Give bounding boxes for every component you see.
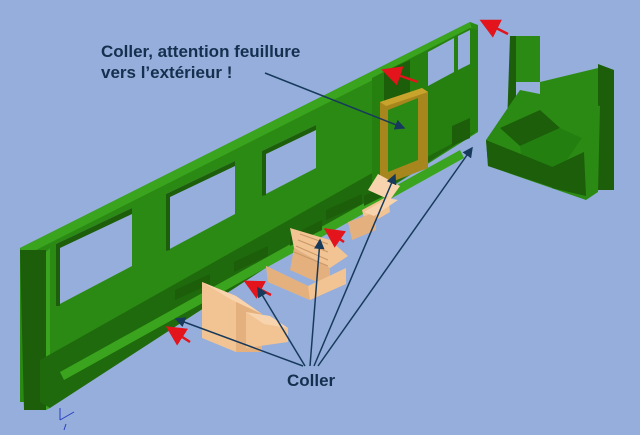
red-arrow-4 [381, 66, 419, 86]
axis-indicator-icon [59, 408, 75, 431]
leader-line-4 [313, 173, 397, 367]
callout-rebate-line2: vers l’extérieur ! [101, 63, 233, 82]
red-arrow-3 [323, 228, 347, 248]
leader-line-2 [257, 286, 306, 367]
end-wall-piece [486, 36, 614, 200]
callout-glue: Coller [287, 371, 336, 390]
window-2 [166, 161, 235, 251]
leader-line-1 [174, 317, 304, 367]
leader-line-5 [317, 146, 473, 367]
red-arrow-2 [243, 280, 272, 299]
red-arrow-1 [165, 326, 191, 346]
window-3 [262, 125, 316, 196]
leader-lines [174, 72, 473, 367]
window-1 [56, 208, 132, 306]
leader-line-top [264, 72, 406, 130]
door-frame [380, 88, 428, 184]
leader-line-3 [309, 238, 325, 367]
callout-rebate-warning: Coller, attention feuillure vers l’extér… [101, 41, 300, 83]
seat-front [202, 282, 288, 352]
callout-rebate-line1: Coller, attention feuillure [101, 42, 301, 61]
red-arrow-5 [479, 19, 509, 38]
red-arrows [165, 19, 509, 346]
